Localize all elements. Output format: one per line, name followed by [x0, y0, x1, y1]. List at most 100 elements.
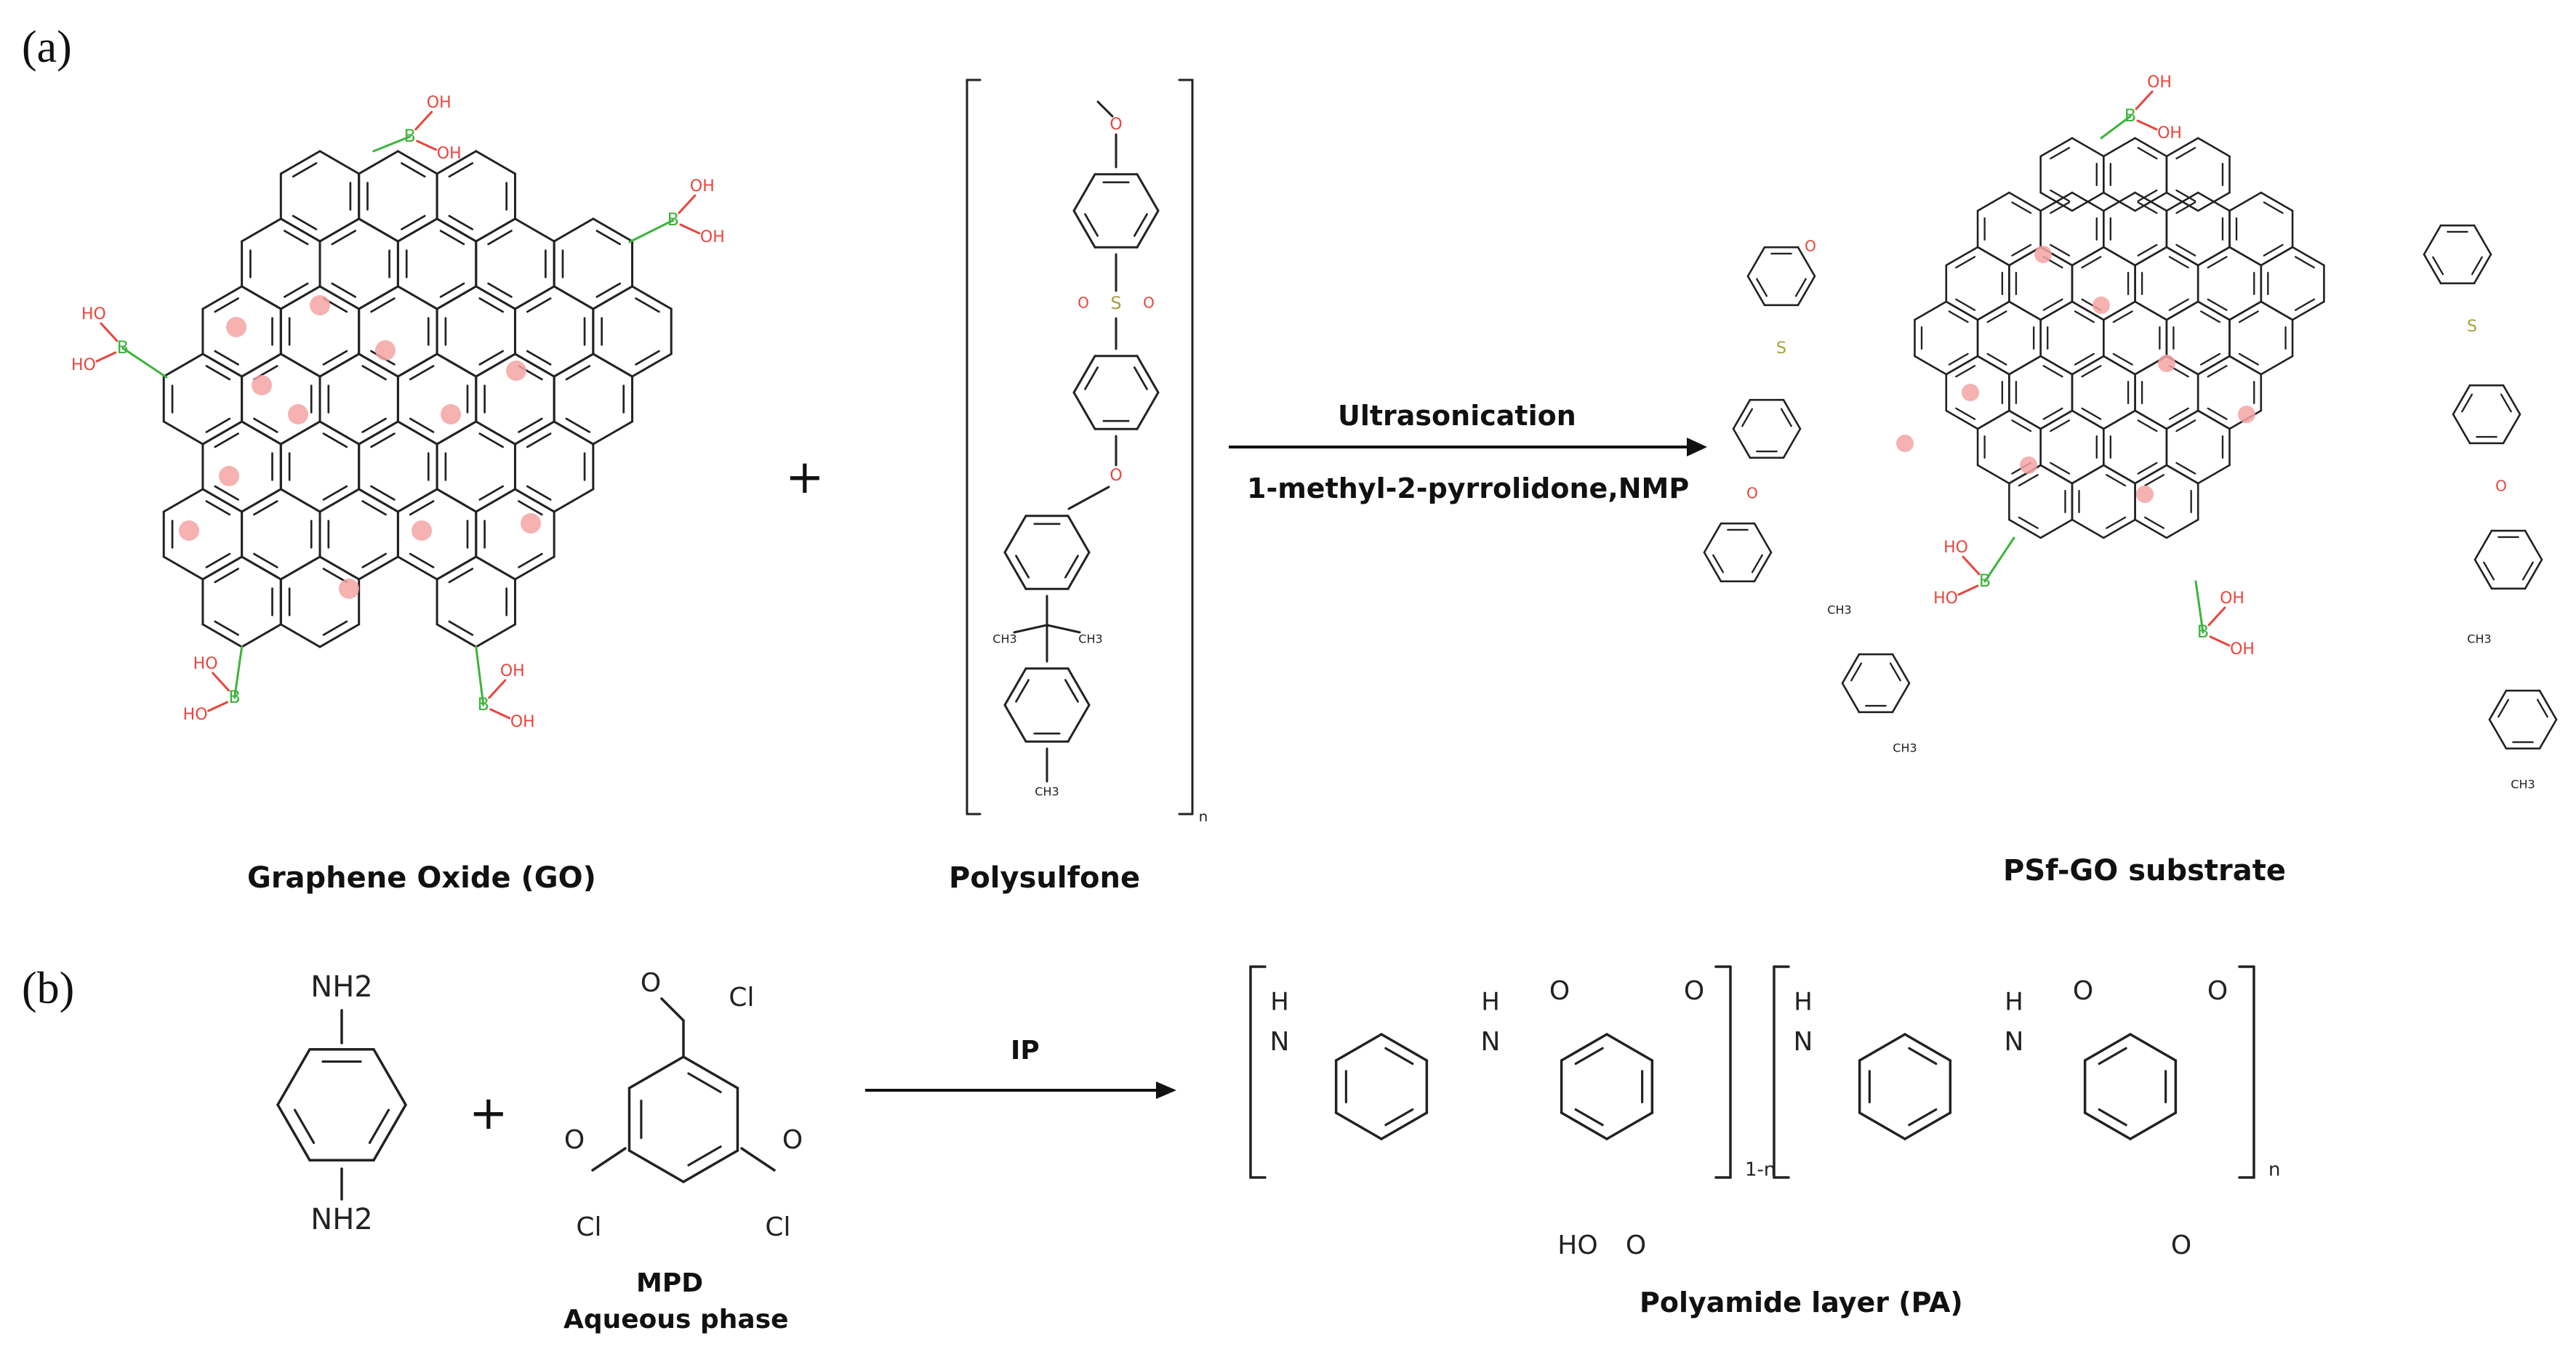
product-ring — [2228, 191, 2294, 267]
ring-bond — [475, 623, 516, 648]
ring-double-bond — [293, 1108, 316, 1144]
ring-double-bond — [1780, 408, 1792, 427]
oxidation-site — [521, 513, 541, 533]
go-ring — [475, 217, 555, 310]
ring-double-bond — [1741, 408, 1754, 427]
ring-double-bond — [253, 552, 278, 568]
hydroxyl-label: HO — [71, 356, 96, 374]
ring-double-bond — [448, 568, 474, 584]
oxidation-site — [2238, 406, 2255, 423]
methyl-label: CH3 — [1893, 741, 1917, 755]
ring-double-bond — [687, 1145, 722, 1167]
ring-double-bond — [292, 214, 318, 230]
hydroxyl-label: OH — [427, 94, 452, 112]
ring-bond — [475, 285, 516, 310]
sulfur-atom: S — [2467, 318, 2477, 336]
ring-double-bond — [409, 500, 435, 516]
oh-bond — [207, 701, 229, 712]
oxidation-site — [1962, 384, 1979, 401]
ring-bond — [513, 353, 555, 378]
ring-bond — [2260, 246, 2294, 267]
carbonyl-o: O — [1549, 976, 1570, 1006]
ring-double-bond — [448, 162, 474, 178]
carbonyl-o: O — [2207, 976, 2228, 1006]
ether-oxygen: O — [1805, 238, 1816, 255]
ring-bond — [2083, 1111, 2132, 1140]
ring-double-bond — [2018, 474, 2039, 487]
ring-bond — [2134, 300, 2168, 321]
ring-double-bond — [2137, 419, 2158, 432]
hydroxyl-label: OH — [437, 145, 462, 163]
ring-double-bond — [2294, 256, 2316, 269]
ring-bond — [1903, 1033, 1952, 1062]
ring-bond — [1782, 398, 1802, 430]
ring-bond — [513, 555, 555, 581]
ring-bond — [2423, 224, 2442, 256]
ring-bond — [475, 217, 516, 243]
ring-double-bond — [1955, 407, 1976, 420]
ring-bond — [2502, 413, 2521, 445]
ring-bond — [1945, 300, 1979, 321]
ring-bond — [2165, 300, 2199, 321]
chloride-label: Cl — [765, 1212, 790, 1242]
ring-double-bond — [635, 297, 660, 313]
ring-bond — [682, 1055, 739, 1090]
ring-bond — [627, 1149, 685, 1183]
arm-ring — [1746, 246, 1816, 307]
ring-double-bond — [2175, 201, 2196, 214]
ring-double-bond — [205, 552, 231, 568]
hydroxyl-label: HO — [193, 655, 218, 673]
caption-polysulfone: Polysulfone — [949, 861, 1141, 895]
ring-bond — [436, 285, 478, 310]
ring-bond — [1976, 409, 2010, 430]
ring-double-bond — [2497, 698, 2510, 718]
ring-double-bond — [2500, 393, 2512, 413]
benzene-ring — [1858, 1033, 1952, 1140]
oh-bond — [2209, 635, 2231, 647]
ring-double-bond — [2074, 310, 2095, 323]
ring-bond — [241, 488, 282, 513]
ring-bond — [2039, 137, 2074, 158]
ring-double-bond — [205, 500, 231, 516]
oh-bond — [679, 223, 701, 235]
ring-bond — [1067, 704, 1091, 743]
ring-bond — [2103, 191, 2136, 212]
ring-double-bond — [2137, 201, 2158, 214]
ring-double-bond — [1384, 1047, 1414, 1066]
ring-bond — [1072, 209, 1096, 249]
ring-bond — [1072, 391, 1096, 430]
caption-psf-go-substrate: PSf-GO substrate — [2003, 854, 2287, 887]
ring-bond — [1945, 355, 1979, 376]
ring-bond — [1605, 1111, 1654, 1140]
product-ring — [2228, 300, 2294, 376]
go-ring — [396, 488, 478, 581]
ring-double-bond — [322, 350, 348, 366]
oh-bond — [1962, 555, 1981, 576]
hydroxyl-label: HO — [1943, 539, 1968, 557]
oxidation-site — [219, 466, 239, 486]
ring-bond — [1976, 464, 2010, 485]
ring-double-bond — [2238, 353, 2259, 366]
ring-bond — [1072, 355, 1096, 394]
ring-bond — [1003, 551, 1027, 590]
arm-ring — [1732, 398, 1802, 459]
ring-bond — [1891, 682, 1911, 714]
go-ring — [241, 353, 321, 446]
ring-double-bond — [2168, 256, 2189, 269]
ring-bond — [2228, 246, 2263, 267]
ring-bond — [436, 555, 478, 581]
ring-bond — [279, 488, 321, 513]
oxidation-site — [412, 520, 432, 541]
ring-double-bond — [253, 417, 278, 433]
ring-bond — [1136, 355, 1160, 394]
ring-bond — [2071, 464, 2105, 485]
oxidation-site — [179, 520, 199, 541]
sulfonyl-oxygen: O — [1143, 294, 1155, 312]
ring-bond — [276, 1048, 311, 1106]
ring-double-bond — [2461, 393, 2473, 413]
ring-double-bond — [370, 297, 396, 313]
ring-bond — [2039, 355, 2074, 376]
ring-double-bond — [2050, 419, 2071, 432]
ring-double-bond — [2144, 516, 2165, 529]
product-ring — [2039, 300, 2105, 376]
